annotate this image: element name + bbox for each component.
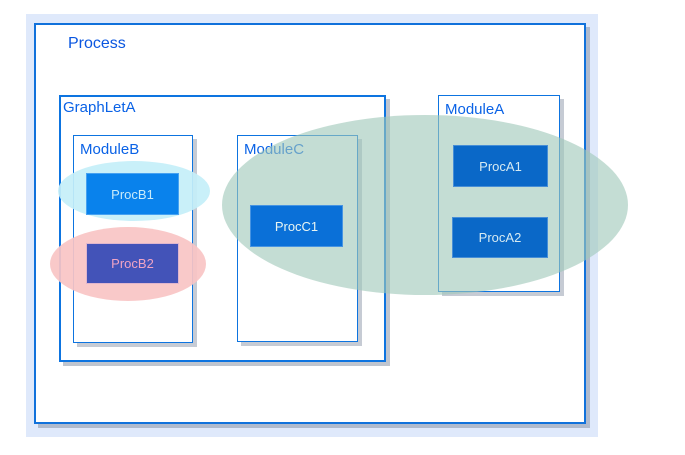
procb1-label: ProcB1 bbox=[111, 186, 154, 202]
proca2-node[interactable]: ProcA2 bbox=[452, 217, 548, 258]
procc1-node[interactable]: ProcC1 bbox=[250, 205, 343, 247]
proca2-label: ProcA2 bbox=[478, 230, 522, 245]
process-label: Process bbox=[68, 35, 126, 52]
procb2-label: ProcB2 bbox=[111, 256, 154, 271]
graphleta-label: GraphLetA bbox=[63, 99, 136, 116]
procb1-node[interactable]: ProcB1 bbox=[86, 173, 179, 215]
proca1-node[interactable]: ProcA1 bbox=[453, 145, 548, 187]
proca1-label: ProcA1 bbox=[479, 158, 522, 174]
modulea-label: ModuleA bbox=[445, 101, 505, 118]
procc1-label: ProcC1 bbox=[274, 218, 319, 234]
moduleb-label: ModuleB bbox=[80, 141, 140, 158]
procb2-node[interactable]: ProcB2 bbox=[86, 243, 179, 284]
